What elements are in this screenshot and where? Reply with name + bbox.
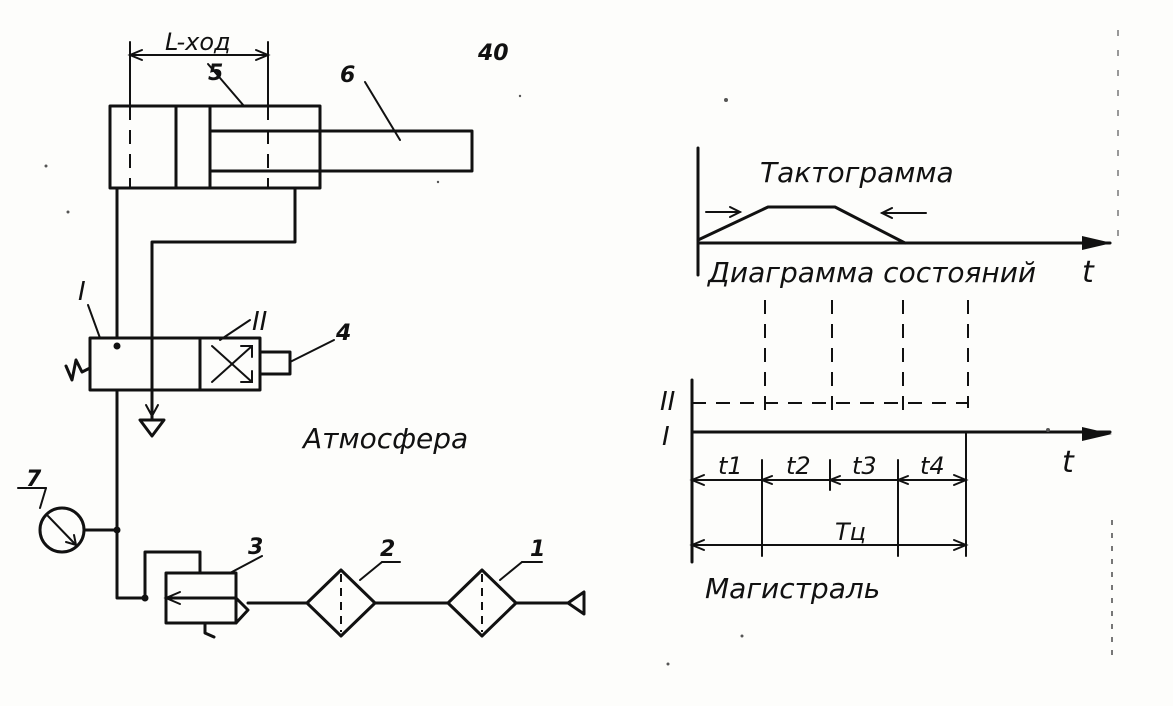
scan-noise — [44, 94, 1050, 666]
filter-2: 2 — [305, 537, 401, 638]
component-6-label: 6 — [340, 63, 355, 88]
state-I-label: I — [662, 422, 670, 452]
component-1-label: 1 — [530, 537, 545, 562]
return-spring — [64, 358, 92, 382]
filter-1: 1 — [446, 537, 545, 638]
pilot-actuator — [258, 350, 292, 376]
component-7-label: 7 — [26, 467, 42, 492]
component-4-label: 4 — [335, 321, 351, 346]
valve-position-II: II — [252, 307, 267, 337]
time-axis-bottom-label: t — [1062, 445, 1075, 480]
pneumatic-cylinder: 5 6 — [108, 61, 474, 190]
stroke-dimension: L-ход — [127, 28, 271, 106]
interval-t1: t1 — [718, 452, 743, 480]
atmosphere-symbol — [138, 418, 166, 438]
state-II-label: II — [660, 387, 675, 417]
pressure-reducer: 3 — [141, 535, 263, 639]
exhaust-line — [150, 186, 297, 422]
pressure-gauge: 7 — [17, 467, 121, 554]
valve-position-I: I — [78, 277, 86, 307]
supply-source-symbol — [566, 590, 586, 616]
page-number: 40 — [477, 41, 509, 66]
interval-t3: t3 — [852, 452, 877, 480]
stroke-label: L-ход — [165, 28, 231, 56]
component-2-label: 2 — [380, 537, 395, 562]
state-diagram-title: Диаграмма состояний — [706, 256, 1036, 289]
component-5-label: 5 — [208, 61, 223, 86]
interval-t2: t2 — [786, 452, 811, 480]
interval-t4: t4 — [920, 452, 945, 480]
component-3-label: 3 — [248, 535, 263, 560]
directional-valve: 4 I II — [64, 277, 351, 392]
main-line-label: Магистраль — [705, 572, 880, 605]
atmosphere-label: Атмосфера — [301, 422, 468, 455]
cyclogram-curve — [696, 205, 907, 245]
cycle-period-label: Тц — [835, 518, 866, 546]
time-axis-top-label: t — [1082, 255, 1095, 290]
cyclogram-title: Тактограмма — [760, 156, 954, 189]
